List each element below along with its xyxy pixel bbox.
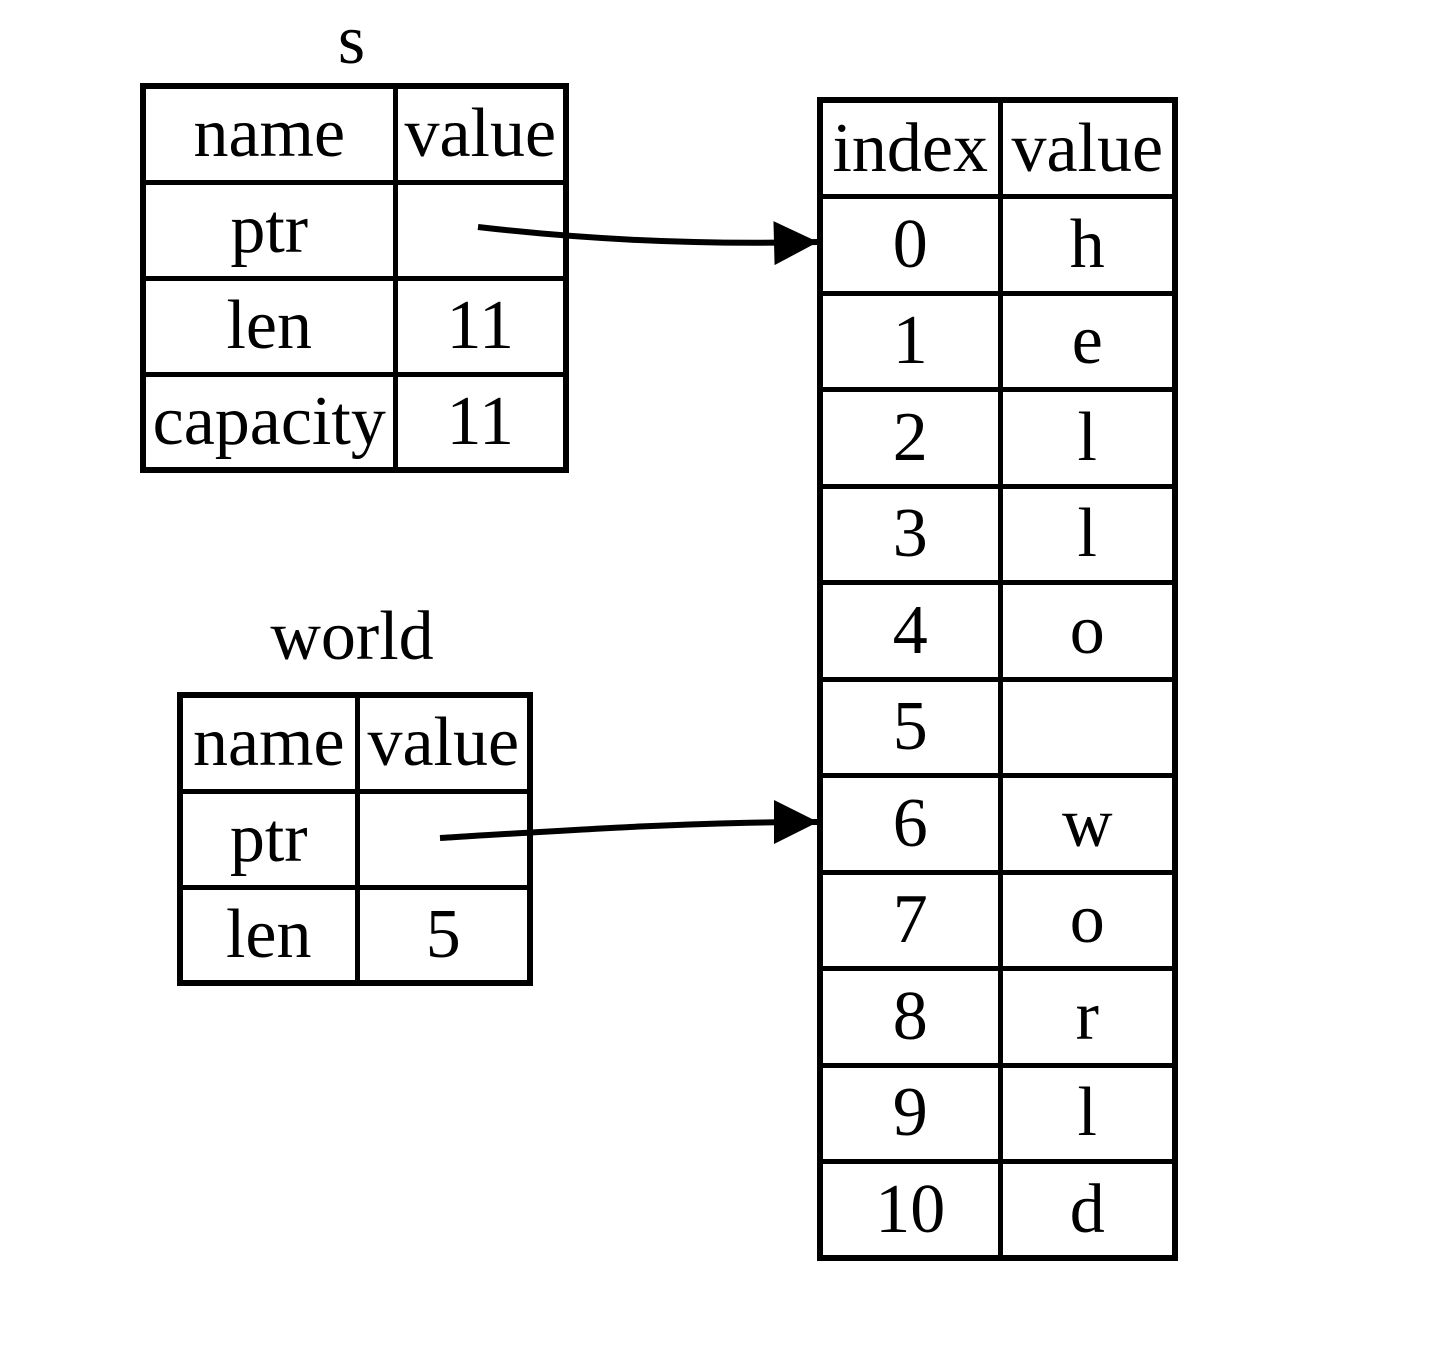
memory-index-cell: 6 bbox=[817, 773, 1003, 875]
memory-index-cell: 1 bbox=[817, 290, 1003, 392]
world-header-row: name value bbox=[177, 692, 533, 794]
memory-row: 8 r bbox=[817, 966, 1178, 1068]
memory-value-cell bbox=[997, 676, 1178, 778]
s-row-capacity: capacity 11 bbox=[140, 371, 569, 473]
s-capacity-name-cell: capacity bbox=[140, 371, 398, 473]
s-table-title: s bbox=[337, 2, 366, 79]
memory-index-cell: 5 bbox=[817, 676, 1003, 778]
world-row-ptr: ptr bbox=[177, 788, 533, 890]
memory-row: 9 l bbox=[817, 1062, 1178, 1164]
memory-row: 0 h bbox=[817, 194, 1178, 296]
s-len-value-cell: 11 bbox=[392, 275, 569, 377]
memory-row: 4 o bbox=[817, 580, 1178, 682]
memory-value-cell: l bbox=[997, 483, 1178, 585]
memory-row: 5 bbox=[817, 676, 1178, 778]
world-ptr-name-cell: ptr bbox=[177, 788, 360, 890]
memory-row: 3 l bbox=[817, 483, 1178, 585]
s-ptr-name-cell: ptr bbox=[140, 179, 398, 281]
memory-value-cell: d bbox=[997, 1159, 1178, 1261]
memory-row: 1 e bbox=[817, 290, 1178, 392]
memory-index-cell: 4 bbox=[817, 580, 1003, 682]
world-ptr-value-cell bbox=[354, 788, 533, 890]
s-row-ptr: ptr bbox=[140, 179, 569, 281]
memory-header-index: index bbox=[817, 97, 1003, 199]
world-row-len: len 5 bbox=[177, 884, 533, 986]
s-header-value: value bbox=[392, 83, 569, 185]
world-struct-table: name value ptr len 5 bbox=[177, 692, 533, 986]
memory-value-cell: o bbox=[997, 869, 1178, 971]
world-len-name-cell: len bbox=[177, 884, 360, 986]
memory-header-row: index value bbox=[817, 97, 1178, 199]
memory-value-cell: e bbox=[997, 290, 1178, 392]
memory-row: 7 o bbox=[817, 869, 1178, 971]
memory-header-value: value bbox=[997, 97, 1178, 199]
memory-value-cell: w bbox=[997, 773, 1178, 875]
s-capacity-value-cell: 11 bbox=[392, 371, 569, 473]
memory-index-cell: 9 bbox=[817, 1062, 1003, 1164]
memory-value-cell: l bbox=[997, 387, 1178, 489]
world-len-value-cell: 5 bbox=[354, 884, 533, 986]
s-len-name-cell: len bbox=[140, 275, 398, 377]
memory-row: 2 l bbox=[817, 387, 1178, 489]
memory-row: 10 d bbox=[817, 1159, 1178, 1261]
s-struct-table: name value ptr len 11 capacity 11 bbox=[140, 83, 569, 473]
memory-row: 6 w bbox=[817, 773, 1178, 875]
s-ptr-value-cell bbox=[392, 179, 569, 281]
world-header-value: value bbox=[354, 692, 533, 794]
s-row-len: len 11 bbox=[140, 275, 569, 377]
s-header-row: name value bbox=[140, 83, 569, 185]
world-header-name: name bbox=[177, 692, 360, 794]
memory-value-cell: r bbox=[997, 966, 1178, 1068]
s-header-name: name bbox=[140, 83, 398, 185]
memory-value-cell: h bbox=[997, 194, 1178, 296]
memory-index-cell: 10 bbox=[817, 1159, 1003, 1261]
memory-index-cell: 3 bbox=[817, 483, 1003, 585]
memory-value-cell: o bbox=[997, 580, 1178, 682]
world-table-title: world bbox=[270, 598, 434, 675]
memory-index-cell: 2 bbox=[817, 387, 1003, 489]
memory-index-cell: 8 bbox=[817, 966, 1003, 1068]
memory-value-cell: l bbox=[997, 1062, 1178, 1164]
memory-table: index value 0 h 1 e 2 l 3 l 4 o bbox=[817, 97, 1178, 1261]
memory-index-cell: 0 bbox=[817, 194, 1003, 296]
memory-index-cell: 7 bbox=[817, 869, 1003, 971]
